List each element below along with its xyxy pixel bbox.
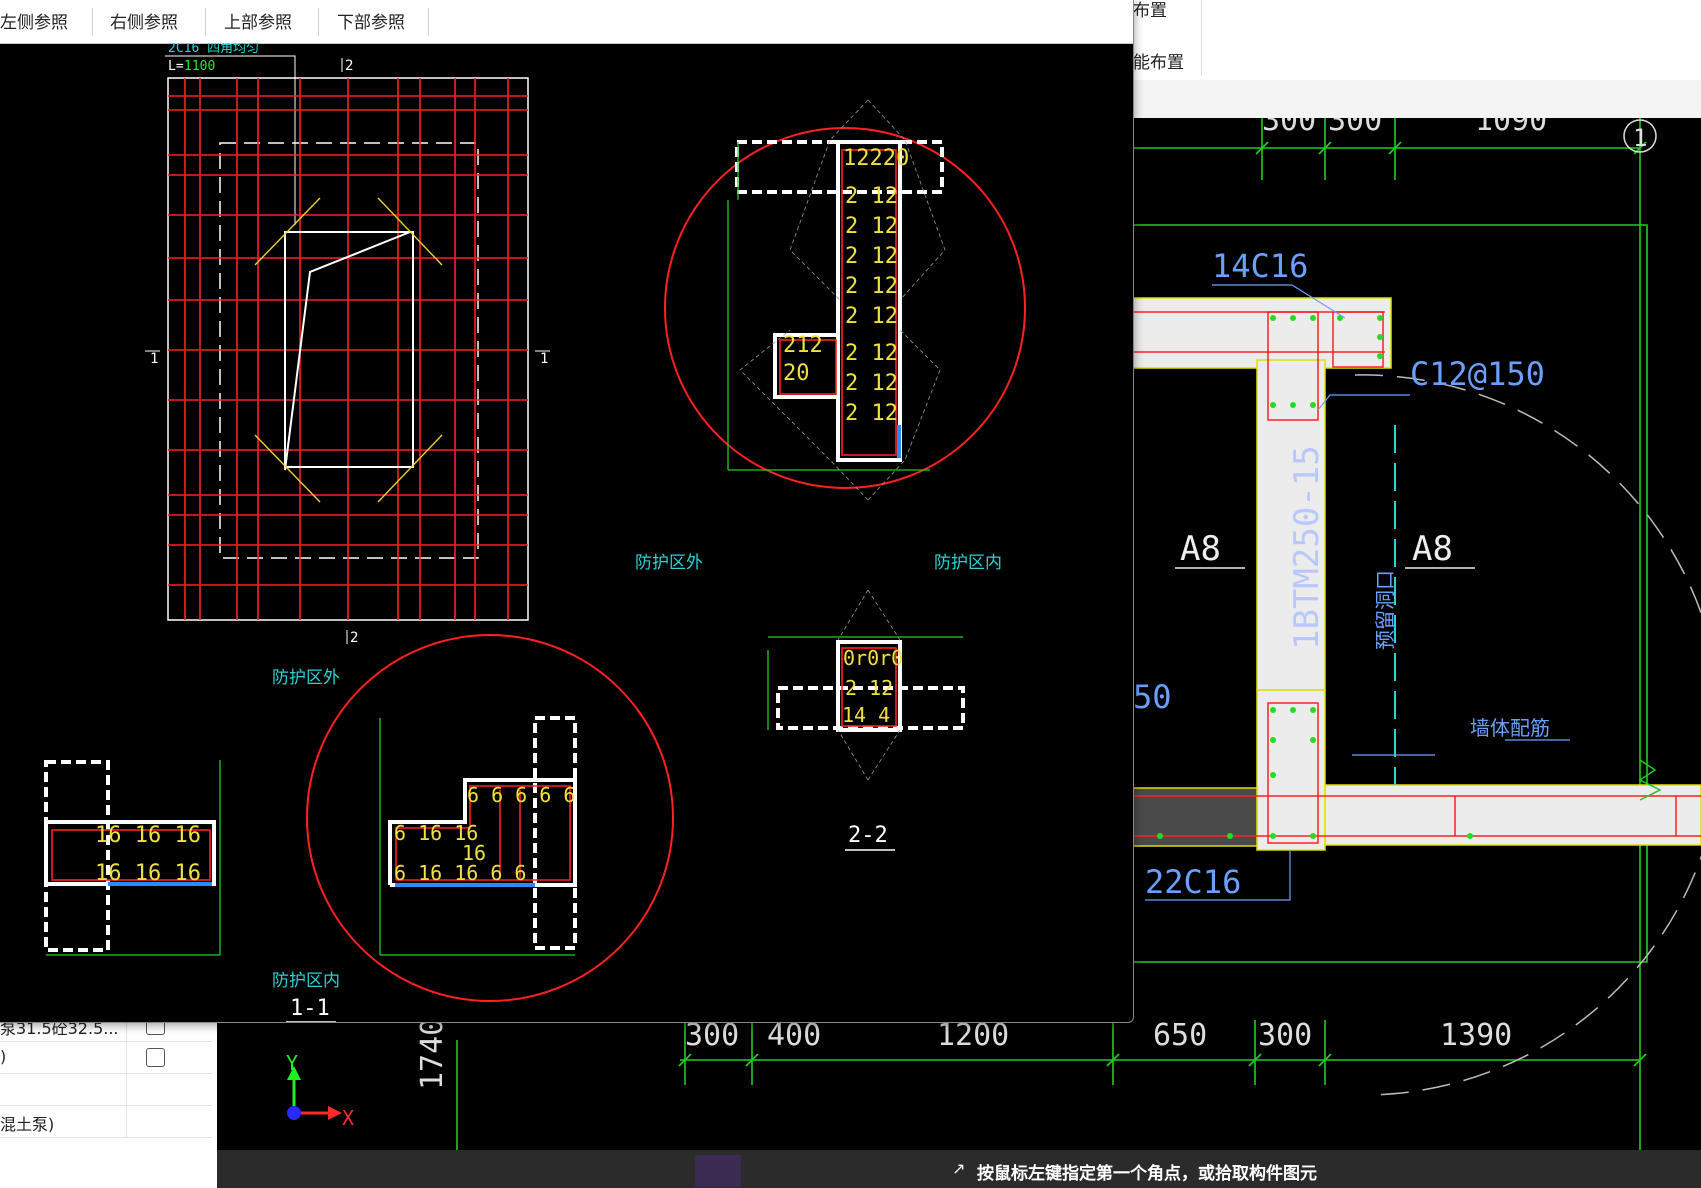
ribbon-gap <box>1133 80 1701 118</box>
dim-bottom-5: 300 <box>1258 1018 1312 1053</box>
svg-text:2 12: 2 12 <box>845 401 898 426</box>
dim-top-2: 300 <box>1328 118 1382 138</box>
ucs-x-label: X <box>342 1106 354 1130</box>
rebar-label-stirrup: C12@150 <box>1410 355 1545 393</box>
section-title-2-2: 2-2 <box>848 823 888 848</box>
zone-label-right: A8 <box>1412 529 1453 569</box>
prop-row-3[interactable] <box>0 1074 212 1106</box>
prop-checkbox[interactable] <box>146 1048 165 1067</box>
svg-text:2 12: 2 12 <box>845 184 898 209</box>
partial-dim-label: 50 <box>1133 678 1172 716</box>
prop-row-4[interactable]: 混土泵) <box>0 1106 212 1138</box>
svg-text:0r0r0: 0r0r0 <box>843 646 903 670</box>
svg-text:6 16 16 6 6: 6 16 16 6 6 <box>394 861 526 885</box>
rebar-label-top: 14C16 <box>1212 247 1308 285</box>
label-outside-protected-tr: 防护区外 <box>635 553 703 573</box>
svg-text:2 12: 2 12 <box>845 341 898 366</box>
reference-window[interactable]: 左侧参照 右侧参照 上部参照 下部参照 2C16 四角均匀 L= 1100 <box>0 0 1134 1023</box>
zone-label-left: A8 <box>1180 529 1221 569</box>
dim-bottom-2: 400 <box>767 1018 821 1053</box>
prop-row-2[interactable]: ) <box>0 1042 212 1074</box>
section-mark-bottom: 2 <box>350 630 358 646</box>
svg-text:6 16 16: 6 16 16 <box>394 821 478 845</box>
wall-rebar-note: 墙体配筋 <box>1470 716 1550 740</box>
dim-top-1: 300 <box>1262 118 1316 138</box>
status-prompt: 按鼠标左键指定第一个角点，或拾取构件图元 <box>977 1164 1317 1184</box>
reference-drawing[interactable]: 2C16 四角均匀 L= 1100 <box>0 43 1133 1022</box>
svg-text:14 4: 14 4 <box>842 703 890 727</box>
svg-text:2 12: 2 12 <box>845 676 893 700</box>
svg-text:16 16 16: 16 16 16 <box>95 861 201 886</box>
annotation-length: L= <box>168 59 184 74</box>
property-panel: 泵31.5砼32.5... ) 混土泵) <box>0 1010 217 1150</box>
annotation-length-value: 1100 <box>184 59 215 74</box>
section-title-1-1: 1-1 <box>290 996 330 1021</box>
svg-text:2 12: 2 12 <box>845 244 898 269</box>
tab-right-reference[interactable]: 右侧参照 <box>110 13 178 33</box>
color-swatch[interactable] <box>695 1155 741 1187</box>
axis-bubble-top: 1 <box>1633 124 1647 152</box>
tab-bottom-reference[interactable]: 下部参照 <box>337 13 405 33</box>
annotation-rebar: 2C16 四角均匀 <box>168 43 259 56</box>
dim-top-3: 1090 <box>1475 118 1547 138</box>
section-mark-left: 1 <box>150 351 158 367</box>
prop-row-text: 混土泵) <box>0 1115 55 1134</box>
ucs-icon <box>287 1066 342 1120</box>
svg-text:12220: 12220 <box>843 146 909 171</box>
rebar-label-bottom: 22C16 <box>1145 863 1241 901</box>
svg-text:6 6 6 6 6: 6 6 6 6 6 <box>467 783 575 807</box>
section-mark-right: 1 <box>540 351 548 367</box>
prop-row-text: 泵31.5砼32.5... <box>0 1019 119 1038</box>
status-bar: ↗ 按鼠标左键指定第一个角点，或拾取构件图元 <box>217 1150 1701 1188</box>
ribbon-strip: 布置 能布置 <box>1133 0 1701 81</box>
label-inside-protected-tr: 防护区内 <box>934 553 1002 573</box>
dim-bottom-1: 300 <box>685 1018 739 1053</box>
dim-vertical: 1740 <box>415 1018 450 1090</box>
svg-text:20: 20 <box>783 361 810 386</box>
tab-top-reference[interactable]: 上部参照 <box>224 13 292 33</box>
dim-bottom-6: 1390 <box>1440 1018 1512 1053</box>
ucs-y-label: Y <box>286 1051 298 1075</box>
svg-text:2 12: 2 12 <box>845 371 898 396</box>
label-outside-protected-left: 防护区外 <box>272 668 340 688</box>
dim-bottom-3: 1200 <box>937 1018 1009 1053</box>
tab-left-reference[interactable]: 左侧参照 <box>0 13 68 33</box>
ribbon-separator <box>1201 0 1202 76</box>
svg-text:2 12: 2 12 <box>845 274 898 299</box>
cursor-icon: ↗ <box>952 1159 966 1178</box>
prop-row-text: ) <box>0 1047 7 1066</box>
wall-label-vertical: 1BTM250-15 <box>1287 445 1327 650</box>
svg-text:2 12: 2 12 <box>845 304 898 329</box>
svg-text:212: 212 <box>783 333 823 358</box>
svg-text:16 16 16: 16 16 16 <box>95 823 201 848</box>
svg-text:16: 16 <box>462 841 486 865</box>
dim-bottom-4: 650 <box>1153 1018 1207 1053</box>
svg-text:2 12: 2 12 <box>845 214 898 239</box>
ribbon-item-layout[interactable]: 布置 <box>1133 1 1167 21</box>
reference-tabbar: 左侧参照 右侧参照 上部参照 下部参照 <box>0 0 1133 44</box>
section-mark-top: 2 <box>345 58 353 74</box>
label-inside-protected-left: 防护区内 <box>272 971 340 991</box>
note-vertical: 预留洞口 <box>1373 570 1397 650</box>
ribbon-item-smart-layout[interactable]: 能布置 <box>1133 53 1184 73</box>
